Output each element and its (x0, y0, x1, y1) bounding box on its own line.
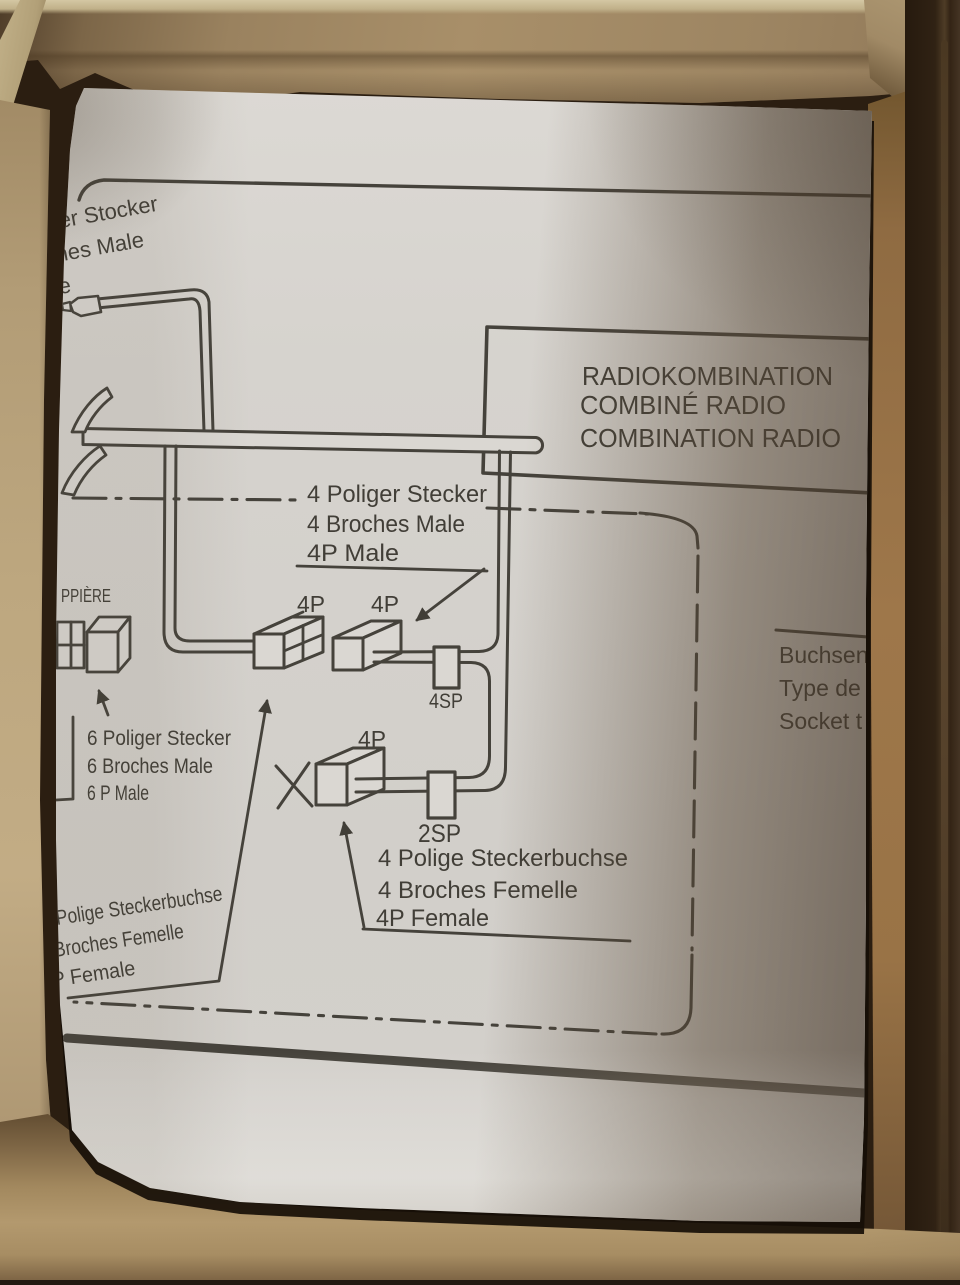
cable-bar-to-6p-outer (162, 444, 260, 654)
label-4sp: 4SP (429, 690, 463, 713)
connector-6p-left-pair (56, 615, 132, 674)
socket-type-rule (774, 628, 870, 639)
socket-line-en: Socket t (779, 708, 863, 734)
splice-2sp (426, 770, 457, 820)
dash-border-right (690, 554, 700, 952)
bracket-wing-lower (60, 444, 108, 497)
cardboard-right-wall (868, 90, 910, 1250)
male6-arrow (96, 689, 110, 717)
male6-line-en: 6 P Male (87, 782, 149, 805)
radio-title-de: RADIOKOMBINATION (582, 361, 833, 391)
socket-line-de: Buchsen (779, 642, 869, 668)
antenna-cable-inner (95, 297, 206, 433)
diagram-top-border (77, 178, 872, 202)
connector-4p-female-grid (252, 610, 325, 670)
label-2sp: 2SP (418, 820, 461, 848)
left-pointer-l (56, 715, 75, 802)
antenna-plug-tip (60, 300, 73, 313)
antenna-cable-outer (95, 288, 215, 433)
male4-arrow (415, 567, 486, 622)
socket-line-fr: Type de (779, 675, 861, 701)
label-4p-c: 4P (358, 726, 386, 752)
cut-bl-1: Polige Steckerbuchse (54, 882, 224, 930)
male4-line-en: 4P Male (307, 540, 399, 567)
female4-line-de: 4 Polige Steckerbuchse (378, 845, 628, 872)
x-mark (274, 761, 314, 810)
female4-arrow (339, 820, 366, 929)
box-right-shadow-gap (905, 0, 960, 1280)
label-4p-a: 4P (297, 591, 325, 617)
radio-title-en: COMBINATION RADIO (580, 423, 841, 453)
dash-border-top-2 (485, 506, 650, 516)
connector-4p-lower (314, 746, 386, 807)
female4-line-en: 4P Female (376, 905, 489, 932)
female4-line-fr: 4 Broches Femelle (378, 877, 578, 904)
radio-title-fr: COMBINÉ RADIO (580, 390, 786, 420)
splice-4sp (432, 645, 461, 690)
dash-border-corner-br (660, 953, 694, 1036)
dash-border-top-1 (71, 496, 304, 502)
torn-paper-ridge (941, 40, 948, 1280)
diagram-texts: RADIOKOMBINATION COMBINÉ RADIO COMBINATI… (50, 191, 869, 992)
cut-bl-3: P Female (50, 957, 136, 992)
antenna-plug (68, 294, 103, 318)
cut-tl-2: hes Male (54, 227, 146, 267)
cut-left-word: PPIÈRE (61, 586, 111, 606)
cardboard-left-wall (0, 100, 54, 1170)
male6-line-de: 6 Poliger Stecker (87, 727, 231, 750)
shelf-bar (81, 427, 545, 455)
cut-tl-1: er Stocker (57, 191, 160, 233)
male4-line-de: 4 Poliger Stecker (307, 481, 487, 508)
dash-border-bottom (72, 1000, 658, 1036)
male4-line-fr: 4 Broches Male (307, 511, 465, 538)
cable-bar-to-6p-inner (173, 444, 260, 643)
dash-border-corner-tr (638, 511, 700, 550)
thick-bottom-border (62, 1033, 869, 1098)
bracket-wing-upper (70, 386, 114, 434)
label-4p-b: 4P (371, 591, 399, 617)
male6-line-fr: 6 Broches Male (87, 755, 213, 778)
cut-tl-3: le (52, 272, 73, 300)
